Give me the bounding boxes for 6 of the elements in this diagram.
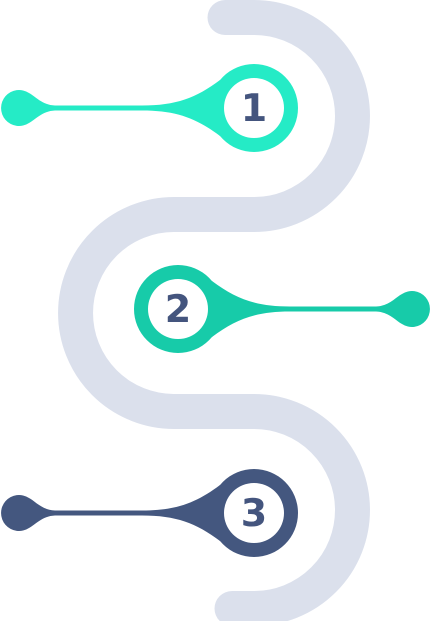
step-number: 2 bbox=[164, 290, 192, 328]
step-number: 1 bbox=[240, 89, 268, 127]
pin-marker bbox=[1, 469, 298, 557]
step-number: 3 bbox=[240, 494, 268, 532]
pin-marker bbox=[1, 64, 298, 152]
pin-marker bbox=[134, 265, 430, 353]
